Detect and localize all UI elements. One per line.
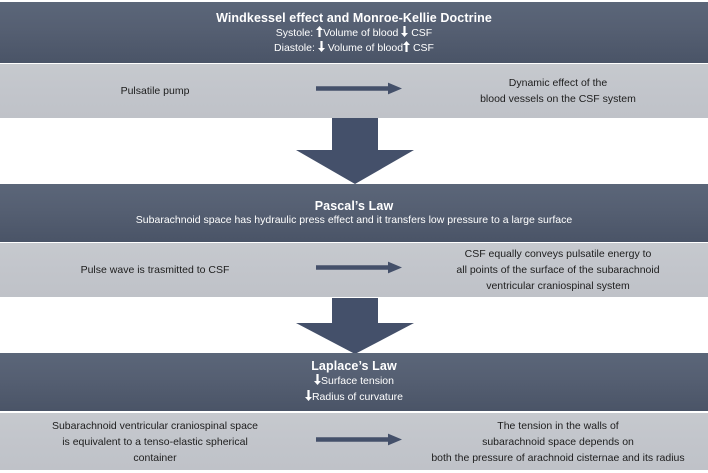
diastole-suffix: CSF — [412, 42, 434, 54]
section-body-pascal: Pulse wave is trasmitted to CSF CSF equa… — [0, 243, 708, 297]
block-arrow-down-icon — [296, 118, 414, 184]
connector-block-arrow-down-2 — [296, 298, 414, 354]
windkessel-body-right: Dynamic effect of the blood vessels on t… — [408, 75, 708, 107]
laplace-right-line-1: The tension in the walls of — [497, 419, 619, 432]
section-header-laplace: Laplace’s Law Surface tension Radius of … — [0, 353, 708, 411]
pascal-right-line-1: CSF equally conveys pulsatile energy to — [464, 248, 652, 260]
windkessel-diastole-line: Diastole: Volume of blood CSF — [274, 41, 434, 57]
arrow-down-icon — [317, 41, 325, 57]
laplace-left-line-1: Subarachnoid ventricular craniospinal sp… — [51, 419, 259, 432]
arrow-down-icon — [401, 25, 409, 42]
windkessel-right-line-1: Dynamic effect of the — [508, 77, 608, 89]
windkessel-systole-line: Systole: Volume of blood CSF — [275, 25, 433, 42]
section-header-windkessel: Windkessel effect and Monroe-Kellie Doct… — [0, 2, 708, 63]
laplace-surface-tension-line: Surface tension — [314, 374, 394, 390]
laplace-body-right: The tension in the walls of subarachnoid… — [408, 418, 708, 466]
laplace-line-1-text: Surface tension — [321, 375, 394, 387]
right-arrow-icon — [316, 261, 402, 279]
windkessel-body-arrow-cell — [310, 82, 408, 100]
pascal-right-line-3: ventricular craniospinal system — [486, 280, 630, 292]
pascal-body-right: CSF equally conveys pulsatile energy to … — [408, 246, 708, 294]
pascal-right-line-2: all points of the surface of the subarac… — [456, 264, 660, 276]
laplace-left-line-2: is equivalent to a tenso-elastic spheric… — [62, 435, 248, 448]
systole-suffix: CSF — [411, 26, 433, 39]
section-header-pascal: Pascal’s Law Subarachnoid space has hydr… — [0, 184, 708, 242]
laplace-right-line-2: subarachnoid space depends on — [482, 435, 634, 448]
laplace-body-arrow-cell — [310, 433, 408, 451]
connector-block-arrow-down-1 — [296, 118, 414, 184]
arrow-up-icon — [403, 41, 411, 57]
diastole-label: Diastole: — [274, 42, 315, 54]
section-body-laplace: Subarachnoid ventricular craniospinal sp… — [0, 413, 708, 470]
windkessel-right-line-2: blood vessels on the CSF system — [480, 93, 636, 105]
laplace-right-line-3: both the pressure of arachnoid cisternae… — [431, 451, 685, 464]
right-arrow-icon — [316, 433, 402, 451]
pascal-body-arrow-cell — [310, 261, 408, 279]
diastole-mid: Volume of blood — [327, 42, 404, 54]
laplace-body-left: Subarachnoid ventricular craniospinal sp… — [0, 418, 310, 466]
laplace-line-2-text: Radius of curvature — [311, 390, 404, 403]
laplace-title: Laplace’s Law — [311, 359, 397, 373]
windkessel-left-line-1: Pulsatile pump — [120, 85, 190, 97]
laplace-left-line-3: container — [133, 451, 177, 464]
section-body-windkessel: Pulsatile pump Dynamic effect of the blo… — [0, 64, 708, 118]
pascal-body-left: Pulse wave is trasmitted to CSF — [0, 262, 310, 278]
windkessel-body-left: Pulsatile pump — [0, 83, 310, 99]
right-arrow-icon — [316, 82, 402, 100]
arrow-down-icon — [314, 374, 322, 390]
laplace-radius-curvature-line: Radius of curvature — [304, 389, 404, 406]
arrow-down-icon — [304, 389, 312, 406]
systole-mid: Volume of blood — [323, 26, 399, 39]
arrow-up-icon — [316, 25, 324, 42]
windkessel-title: Windkessel effect and Monroe-Kellie Doct… — [216, 10, 492, 25]
pascal-left-line-1: Pulse wave is trasmitted to CSF — [80, 264, 230, 276]
pascal-subtitle: Subarachnoid space has hydraulic press e… — [135, 213, 573, 226]
block-arrow-down-icon — [296, 298, 414, 354]
pascal-title: Pascal’s Law — [314, 198, 394, 213]
systole-label: Systole: — [275, 26, 314, 39]
